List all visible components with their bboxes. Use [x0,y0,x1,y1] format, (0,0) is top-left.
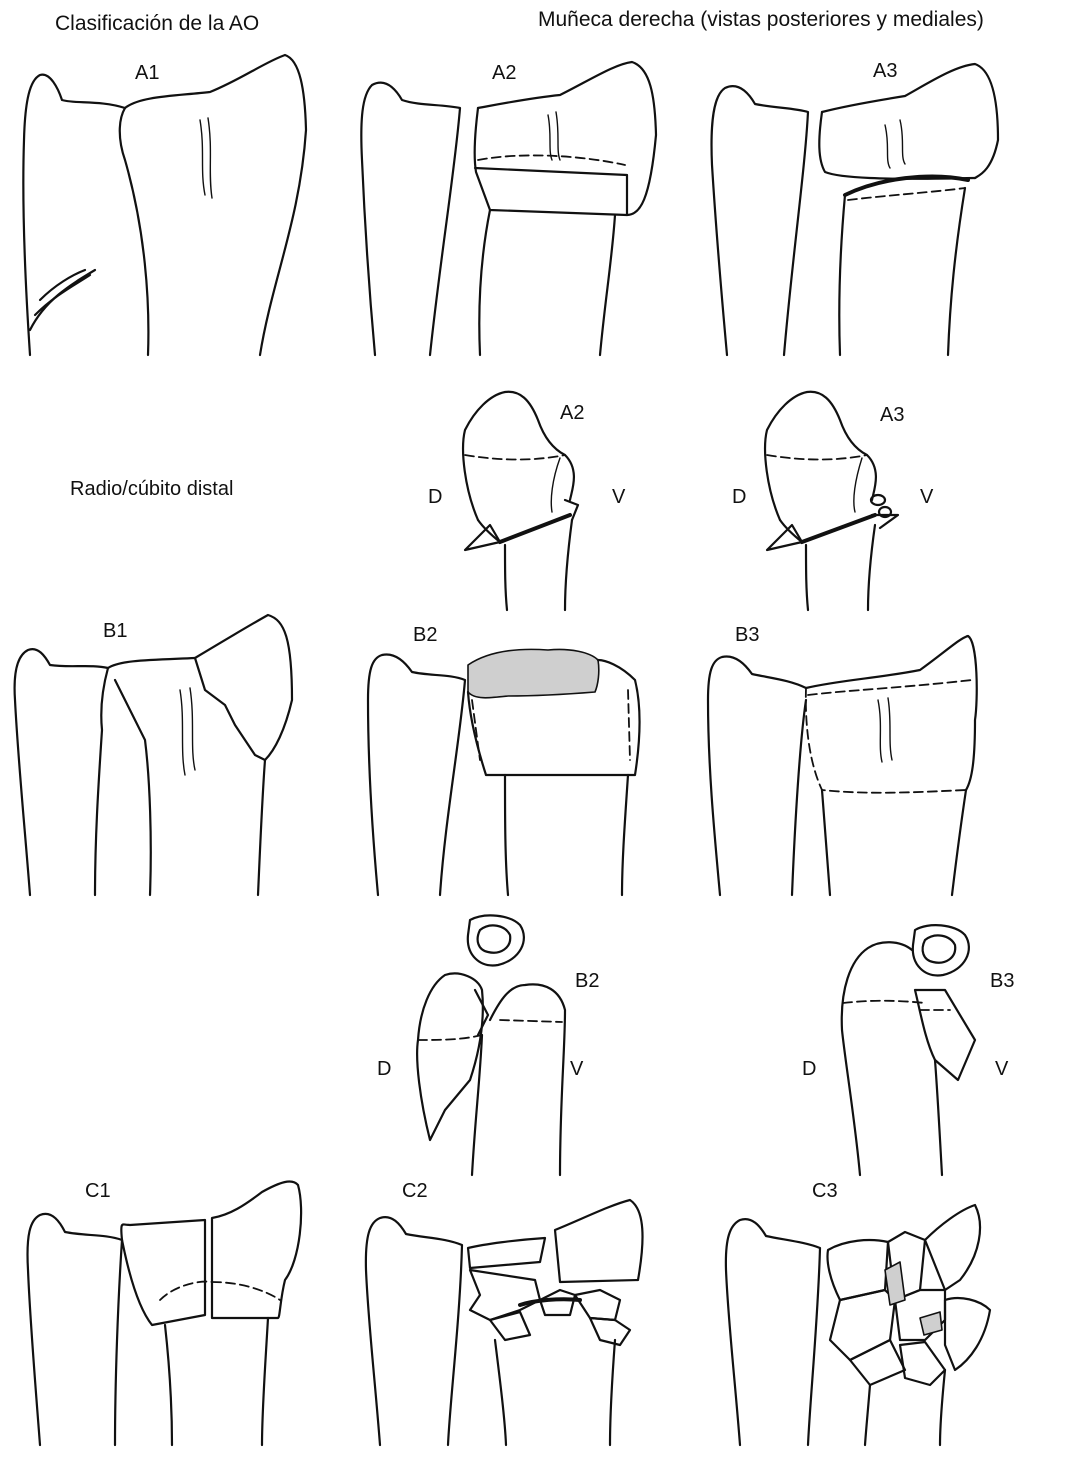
drawing-b1 [15,615,292,895]
drawing-a1 [23,55,306,355]
drawing-b3 [708,636,977,895]
drawing-a3-lateral [765,392,898,610]
drawing-b2 [368,649,640,895]
drawing-c3 [726,1205,990,1445]
drawing-a2-lateral [463,392,578,610]
drawing-a3 [712,64,998,355]
drawing-b2-lateral [417,915,565,1175]
drawing-a2 [361,62,656,355]
drawing-b3-lateral [842,925,975,1175]
drawing-c2 [366,1200,643,1445]
drawing-c1 [28,1181,302,1445]
